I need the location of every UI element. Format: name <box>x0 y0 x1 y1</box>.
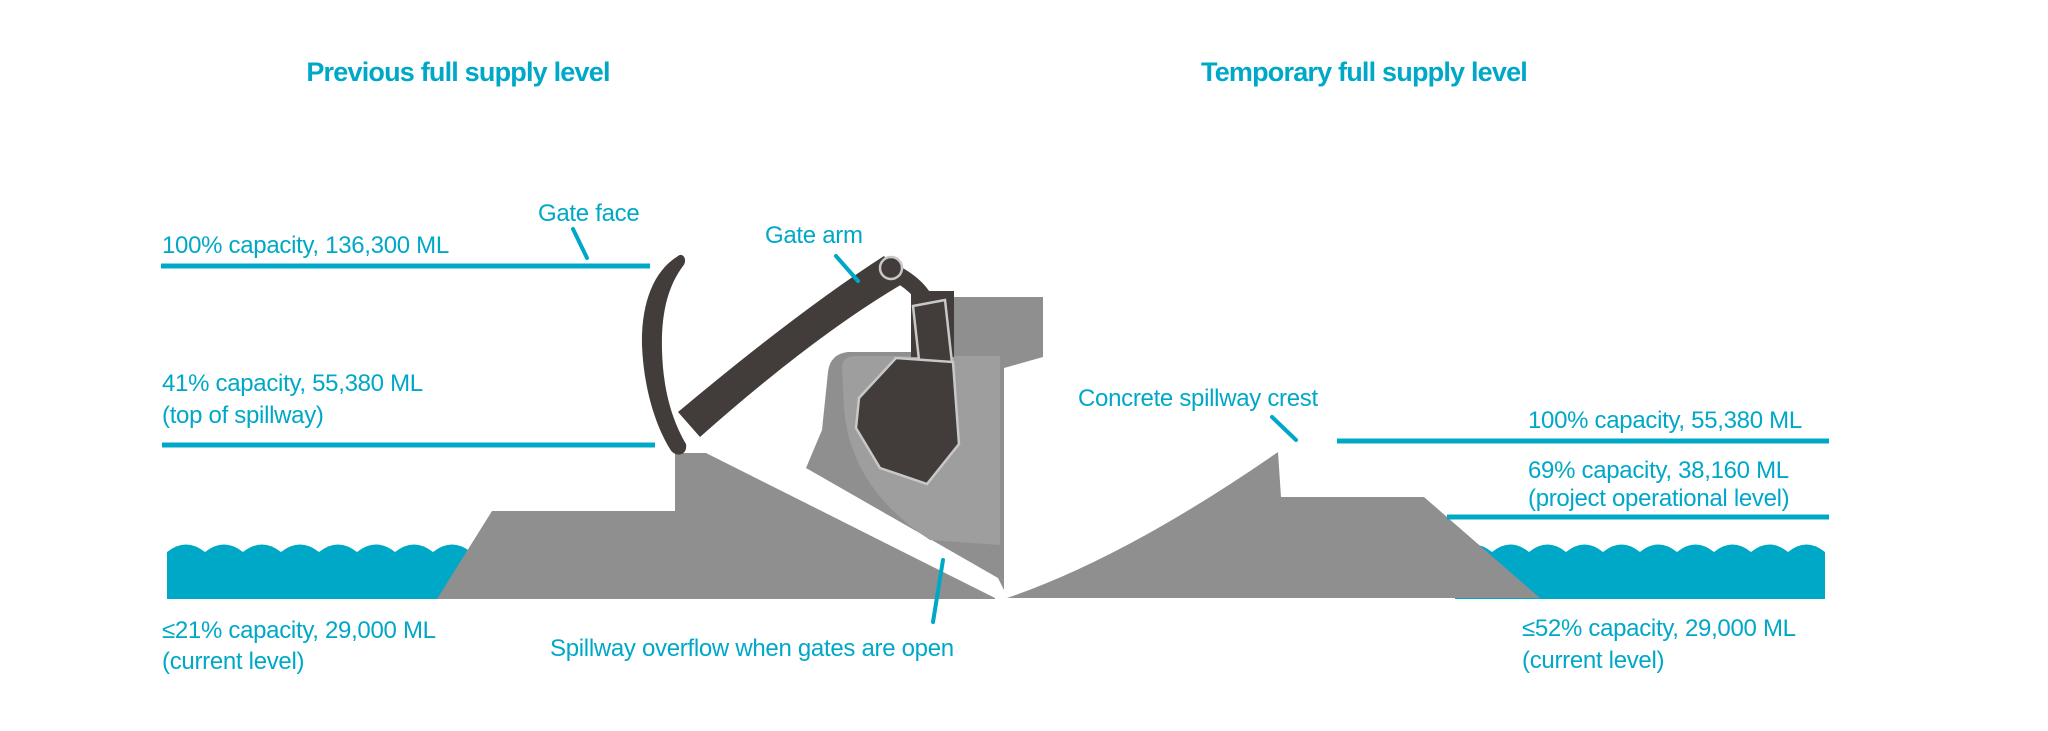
label-right-current-sub: (current level) <box>1522 647 1664 674</box>
water-right <box>1455 544 1825 599</box>
embankment-left <box>437 453 995 599</box>
label-left-41-capacity: 41% capacity, 55,380 ML <box>162 370 423 397</box>
label-left-current-sub: (current level) <box>162 648 304 675</box>
label-right-69-sub: (project operational level) <box>1528 485 1789 512</box>
spillway-overflow-leader <box>931 558 945 624</box>
label-spillway-overflow: Spillway overflow when gates are open <box>550 635 954 662</box>
gate-arm-leader <box>834 254 860 283</box>
title-temporary-fsl: Temporary full supply level <box>1201 57 1527 87</box>
label-right-69-capacity: 69% capacity, 38,160 ML <box>1528 457 1789 484</box>
label-right-100-capacity: 100% capacity, 55,380 ML <box>1528 407 1802 434</box>
gate-face-leader <box>571 227 589 260</box>
label-left-current-capacity: ≤21% capacity, 29,000 ML <box>162 617 436 644</box>
label-left-41-sub: (top of spillway) <box>162 402 324 429</box>
label-left-100-capacity: 100% capacity, 136,300 ML <box>162 232 449 259</box>
label-right-current-capacity: ≤52% capacity, 29,000 ML <box>1522 615 1796 642</box>
label-concrete-spillway-crest: Concrete spillway crest <box>1078 385 1318 412</box>
gate-face <box>641 254 687 455</box>
water-left <box>167 544 509 599</box>
gate-arm <box>678 256 904 437</box>
label-gate-arm: Gate arm <box>765 222 863 249</box>
label-gate-face: Gate face <box>538 200 639 227</box>
embankment-right <box>1007 452 1540 598</box>
title-previous-fsl: Previous full supply level <box>306 57 609 87</box>
spillway-crest-leader <box>1270 415 1298 442</box>
gate-pivot <box>878 255 904 281</box>
gate-counterweight <box>854 356 961 486</box>
